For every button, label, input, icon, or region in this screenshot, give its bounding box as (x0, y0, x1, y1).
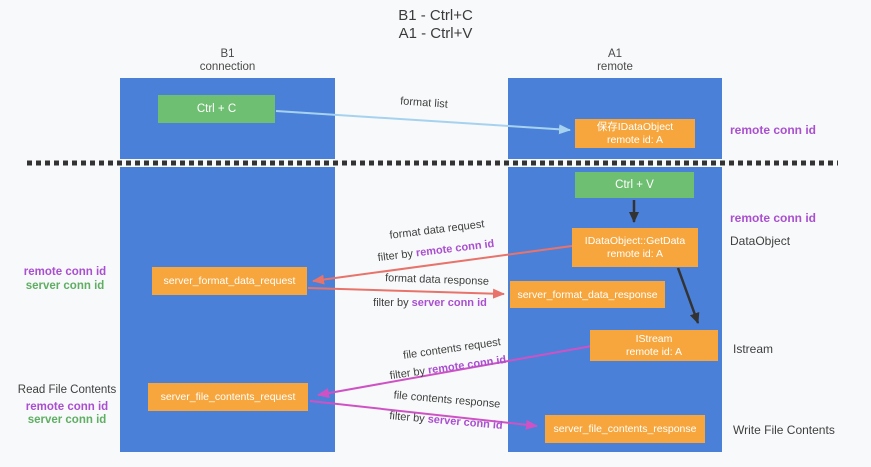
server-conn-id-left-bottom: server conn id (27, 414, 107, 426)
istream-line2: remote id: A (625, 345, 683, 358)
server-format-data-request-box: server_format_data_request (152, 267, 307, 295)
server-conn-id-left-mid: server conn id (25, 279, 105, 292)
left-conn-id-group-bottom: Read File Contents remote conn id server… (13, 384, 121, 428)
file-contents-request-arrow (317, 345, 593, 398)
server-format-data-response-box: server_format_data_response (510, 281, 665, 308)
lifeline-a1-name: A1 (607, 48, 623, 60)
remote-conn-id-label-mid: remote conn id (730, 211, 817, 225)
lifeline-header-a1: A1 remote (508, 48, 722, 74)
getdata-line1: IDataObject::GetData (584, 234, 686, 247)
ctrl-v-box: Ctrl + V (575, 172, 694, 198)
istream-line1: IStream (635, 332, 673, 345)
format-data-request-arrow (312, 245, 573, 285)
dataobject-label: DataObject (730, 234, 791, 248)
remote-conn-id-left-mid: remote conn id (23, 266, 107, 278)
getdata-box: IDataObject::GetData remote id: A (572, 228, 698, 267)
filter-by-prefix: filter by (373, 297, 412, 309)
diagram-title: B1 - Ctrl+C A1 - Ctrl+V (0, 7, 871, 43)
remote-conn-id-label-top: remote conn id (730, 123, 817, 137)
read-file-contents-label: Read File Contents (17, 384, 117, 396)
format-data-response-arrow (307, 287, 505, 299)
format-list-arrow (275, 110, 571, 135)
istream-side-label: Istream (733, 342, 774, 356)
ctrl-c-box: Ctrl + C (158, 95, 275, 123)
lifeline-header-b1: B1 connection (120, 48, 335, 74)
file-contents-response-arrow (309, 400, 538, 430)
title-line-1: B1 - Ctrl+C (398, 7, 473, 24)
left-conn-id-group-mid: remote conn id server conn id (13, 266, 117, 293)
save-dataobject-line2: remote id: A (606, 133, 664, 146)
getdata-to-istream-arrow (676, 267, 700, 324)
lifeline-a1-role: remote (597, 61, 633, 73)
save-dataobject-line1: 保存IDataObject (596, 120, 674, 133)
filter-key-server-conn-id: server conn id (411, 297, 487, 309)
write-file-contents-label: Write File Contents (733, 423, 835, 437)
istream-box: IStream remote id: A (590, 330, 718, 361)
title-line-2: A1 - Ctrl+V (398, 25, 473, 42)
server-file-contents-response-box: server_file_contents_response (545, 415, 705, 443)
lifeline-b1-role: connection (199, 61, 256, 73)
remote-conn-id-left-bottom: remote conn id (25, 400, 109, 413)
format-data-response-filter-label: filter by server conn id (350, 297, 510, 309)
server-file-contents-request-box: server_file_contents_request (148, 383, 308, 411)
getdata-line2: remote id: A (606, 247, 664, 260)
save-dataobject-box: 保存IDataObject remote id: A (575, 119, 695, 148)
lifeline-b1-name: B1 (220, 48, 235, 60)
